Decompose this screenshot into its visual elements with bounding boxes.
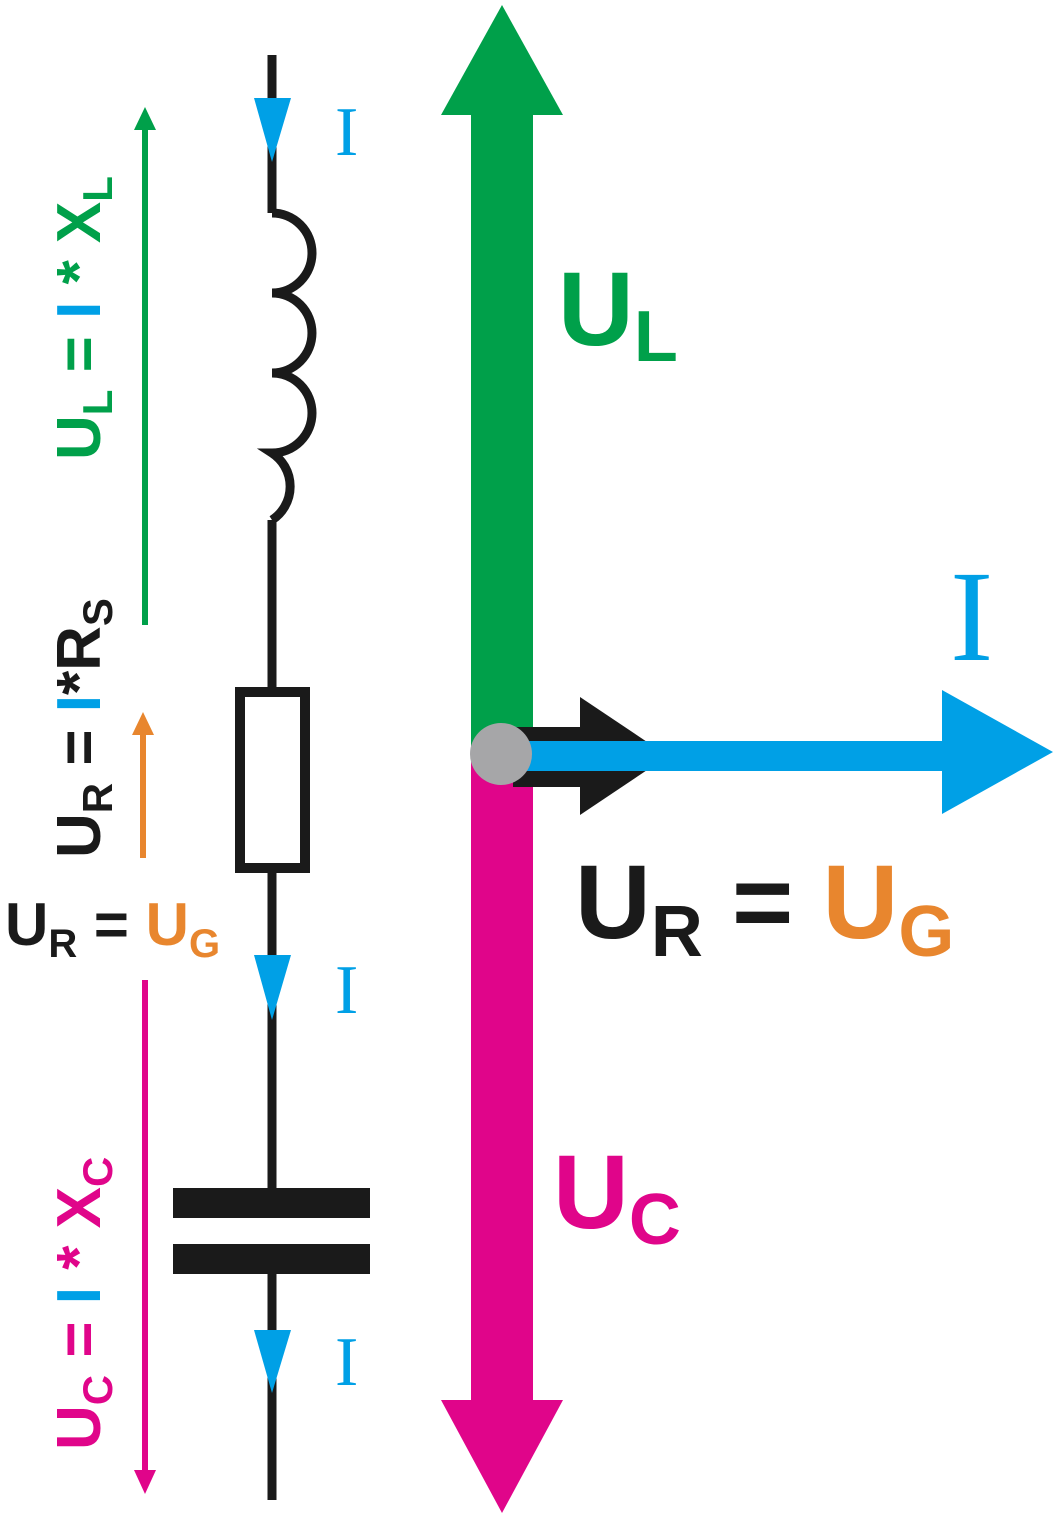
current-label: I <box>335 952 358 1029</box>
resistor-icon <box>235 687 310 873</box>
uc-voltage-arrow <box>134 980 156 1494</box>
current-arrow-icon <box>254 98 291 1393</box>
phasor-origin-point <box>470 723 532 785</box>
ur-voltage-arrow <box>132 712 154 858</box>
ul-voltage-arrow <box>134 107 156 625</box>
current-label: I <box>335 94 358 171</box>
capacitor-icon <box>173 1188 370 1274</box>
inductor-coil-icon <box>256 208 317 524</box>
ul-phasor-label: UL <box>558 251 678 377</box>
uc-phasor-label: UC <box>553 1134 681 1260</box>
uc-formula-label: UC = I * XC <box>45 1157 121 1450</box>
ur-equals-ug-left-label: UR = UG <box>5 891 220 966</box>
ur-formula-label: UR = I*RS <box>45 598 121 858</box>
current-phasor-label: I <box>950 545 993 689</box>
current-label: I <box>335 1324 358 1401</box>
ur-equals-ug-phasor-label: UR = UG <box>575 844 954 972</box>
current-phasor <box>502 690 1053 814</box>
ul-phasor <box>441 5 563 755</box>
uc-phasor <box>441 755 563 1513</box>
ul-formula-label: UL = I * XL <box>45 176 121 460</box>
